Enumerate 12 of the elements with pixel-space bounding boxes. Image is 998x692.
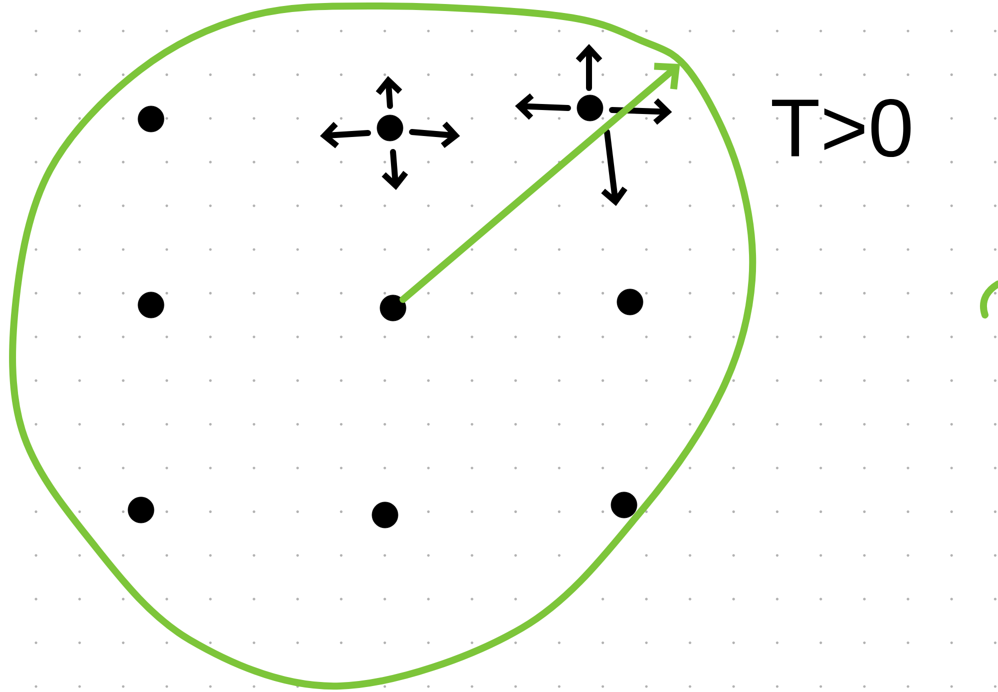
circle-outline	[9, 2, 756, 690]
dot	[138, 106, 164, 132]
dot	[380, 294, 406, 322]
dot	[128, 496, 154, 524]
arrow	[400, 62, 680, 303]
handwritten-label: T>0	[772, 98, 911, 158]
dot	[610, 492, 638, 518]
dot	[576, 94, 604, 122]
dot	[372, 502, 398, 528]
dot	[616, 288, 644, 316]
dot	[376, 114, 404, 142]
dot	[138, 292, 164, 318]
